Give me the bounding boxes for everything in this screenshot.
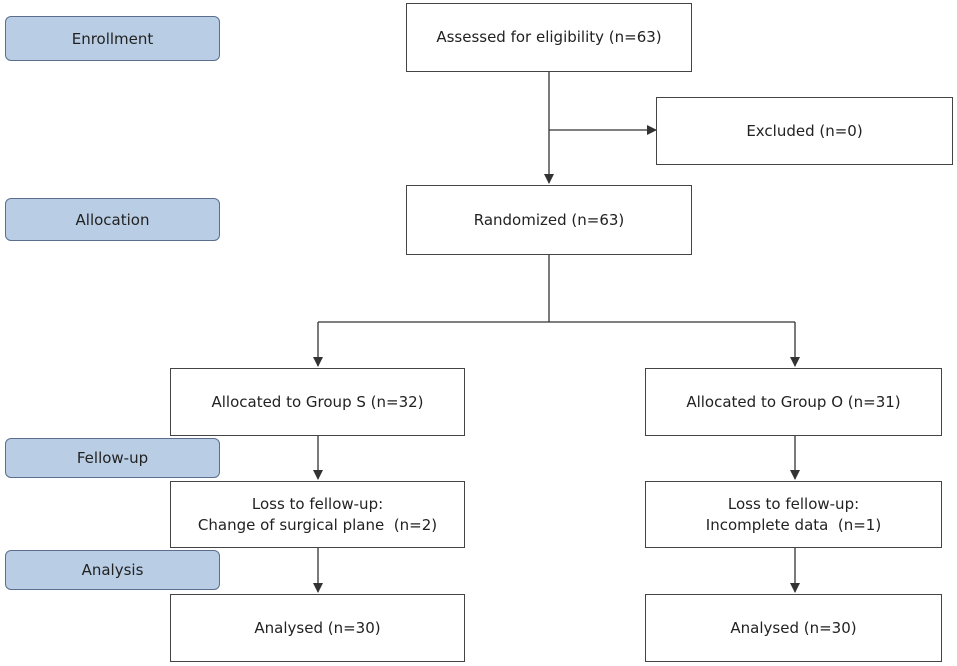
box-excluded: Excluded (n=0) (656, 97, 953, 165)
stage-allocation-label: Allocation (75, 210, 150, 229)
box-loss-o-detail: Incomplete data (n=1) (705, 515, 882, 534)
box-randomized: Randomized (n=63) (406, 185, 692, 255)
box-group-s-text: Allocated to Group S (n=32) (211, 392, 424, 411)
stage-enrollment-label: Enrollment (71, 29, 154, 48)
box-randomized-text: Randomized (n=63) (473, 210, 625, 229)
stage-enrollment: Enrollment (5, 16, 220, 61)
box-assessed-text: Assessed for eligibility (n=63) (436, 28, 662, 46)
box-analysed-o: Analysed (n=30) (645, 594, 942, 662)
box-loss-o-title: Loss to fellow-up: (727, 494, 860, 513)
box-analysed-o-text: Analysed (n=30) (730, 618, 857, 637)
box-group-o-text: Allocated to Group O (n=31) (686, 392, 901, 411)
stage-follow-up: Fellow-up (5, 438, 220, 478)
box-analysed-s-text: Analysed (n=30) (254, 618, 381, 637)
box-loss-s-detail: Change of surgical plane (n=2) (197, 515, 438, 534)
stage-analysis: Analysis (5, 550, 220, 590)
box-excluded-text: Excluded (n=0) (746, 121, 863, 140)
box-loss-s: Loss to fellow-up: Change of surgical pl… (170, 481, 465, 548)
box-loss-s-title: Loss to fellow-up: (251, 494, 384, 513)
box-group-s: Allocated to Group S (n=32) (170, 368, 465, 436)
box-assessed: Assessed for eligibility (n=63) (406, 3, 692, 72)
box-analysed-s: Analysed (n=30) (170, 594, 465, 662)
stage-follow-up-label: Fellow-up (76, 449, 149, 467)
box-loss-o: Loss to fellow-up: Incomplete data (n=1) (645, 481, 942, 548)
stage-allocation: Allocation (5, 198, 220, 241)
stage-analysis-label: Analysis (81, 561, 144, 579)
box-group-o: Allocated to Group O (n=31) (645, 368, 942, 436)
